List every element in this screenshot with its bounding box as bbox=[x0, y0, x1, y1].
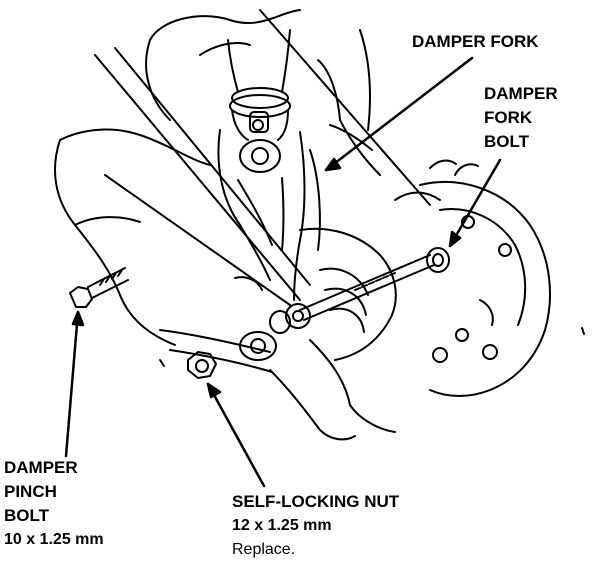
self-locking-nut-spec: 12 x 1.25 mm bbox=[232, 517, 332, 534]
damper-pinch-bolt-label-line-3: BOLT bbox=[4, 506, 50, 525]
self-locking-nut-label-line: SELF-LOCKING NUT bbox=[232, 492, 400, 511]
leader-arrows bbox=[64, 56, 502, 488]
hub-assembly bbox=[419, 159, 551, 397]
damper-fork-bolt-label-line-3: BOLT bbox=[484, 132, 530, 151]
damper-fork-bolt-label-line-1: DAMPER bbox=[484, 84, 558, 103]
knuckle bbox=[269, 227, 397, 441]
damper-fork-label-line: DAMPER FORK bbox=[412, 32, 539, 51]
damper-fork-bolt-shape bbox=[269, 247, 450, 334]
lower-arm bbox=[159, 276, 277, 373]
damper-pinch-bolt-shape bbox=[69, 267, 129, 308]
damper-fork-bolt-label: DAMPER FORK BOLT bbox=[484, 82, 558, 154]
self-locking-nut-label: SELF-LOCKING NUT 12 x 1.25 mm Replace. bbox=[232, 490, 399, 562]
damper-upper bbox=[227, 29, 291, 141]
damper-fork-label: DAMPER FORK bbox=[412, 30, 539, 54]
damper-fork-bolt-label-line-2: FORK bbox=[484, 108, 533, 127]
damper-pinch-bolt-label: DAMPER PINCH BOLT 10 x 1.25 mm bbox=[4, 456, 104, 552]
frame-lines bbox=[94, 9, 431, 306]
damper-pinch-bolt-spec: 10 x 1.25 mm bbox=[4, 531, 104, 548]
stray-marks bbox=[159, 327, 585, 367]
body-outline bbox=[54, 9, 441, 346]
damper-pinch-bolt-label-line-2: PINCH bbox=[4, 482, 57, 501]
self-locking-nut-shape bbox=[187, 351, 217, 379]
damper-fork-shape bbox=[217, 129, 321, 301]
damper-pinch-bolt-label-line-1: DAMPER bbox=[4, 458, 78, 477]
self-locking-nut-note: Replace. bbox=[232, 541, 296, 558]
